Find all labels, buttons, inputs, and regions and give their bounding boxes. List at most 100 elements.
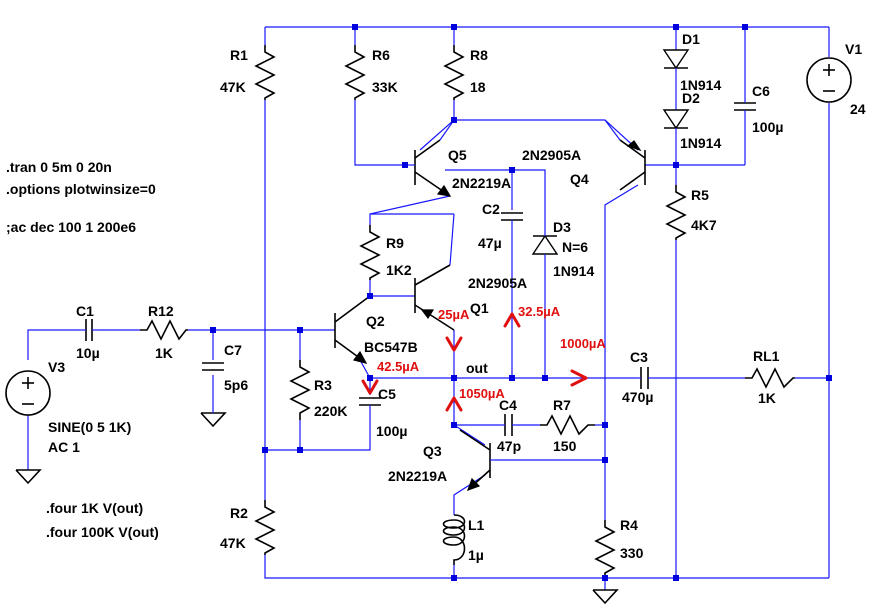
diode-d1	[662, 49, 690, 75]
label-d2-value: 1N914	[680, 135, 721, 151]
label-l1-name: L1	[468, 517, 485, 533]
current-label-q2-collector: 42.5µA	[377, 359, 420, 374]
resistor-r12	[140, 319, 188, 341]
ground-symbol	[592, 589, 619, 605]
ground-symbol	[15, 469, 42, 485]
label-q1-name: Q1	[470, 300, 489, 316]
label-c4-name: C4	[499, 397, 517, 413]
label-q5-value: 2N2219A	[452, 175, 511, 191]
label-c6-value: 100µ	[752, 119, 783, 135]
label-r8-name: R8	[470, 47, 488, 63]
resistor-r2	[254, 500, 276, 555]
resistor-r5	[665, 185, 687, 240]
label-r5-value: 4K7	[691, 217, 717, 233]
label-q3-value: 2N2219A	[388, 468, 447, 484]
current-label-output: 1000µA	[560, 336, 606, 351]
directive-four-1k: .four 1K V(out)	[46, 500, 143, 516]
transistor-q3	[459, 429, 495, 492]
current-arrow-up	[445, 396, 463, 412]
label-q4-value: 2N2905A	[522, 147, 581, 163]
label-d2-name: D2	[682, 90, 700, 106]
label-rl1-name: RL1	[753, 348, 780, 364]
label-d3-param: N=6	[562, 239, 588, 255]
label-c2-value: 47µ	[478, 235, 502, 251]
label-v3-value: SINE(0 5 1K)	[48, 419, 131, 435]
capacitor-c2	[501, 212, 523, 232]
resistor-r6	[344, 45, 366, 100]
resistor-r9	[359, 225, 381, 280]
label-r12-value: 1K	[155, 345, 173, 361]
label-q4-name: Q4	[570, 171, 589, 187]
current-arrow-down	[361, 379, 379, 395]
label-r5-name: R5	[691, 187, 709, 203]
label-c2-name: C2	[482, 201, 500, 217]
label-c1-value: 10µ	[76, 345, 100, 361]
label-r9-value: 1K2	[386, 262, 412, 278]
label-d1-name: D1	[682, 31, 700, 47]
source-v1	[806, 57, 852, 103]
label-c3-value: 470µ	[622, 389, 653, 405]
label-r1-value: 47K	[220, 79, 246, 95]
junctions	[210, 24, 832, 581]
transistor-q1	[414, 213, 455, 331]
diode-d2	[662, 109, 690, 135]
current-label-d3: 32.5µA	[518, 304, 561, 319]
transistor-q2	[334, 295, 371, 364]
label-d1-value: 1N914	[680, 77, 721, 93]
label-c5-name: C5	[378, 386, 396, 402]
label-v1-value: 24	[850, 101, 866, 117]
label-r4-value: 330	[620, 545, 644, 561]
label-v3-ac: AC 1	[48, 439, 80, 455]
transistor-q5	[405, 119, 455, 197]
resistor-r4	[594, 520, 616, 578]
label-r7-name: R7	[553, 397, 571, 413]
current-arrow-down	[445, 336, 463, 352]
current-arrow-up	[503, 312, 521, 328]
transistor-q4	[604, 119, 646, 191]
capacitor-c1	[80, 319, 98, 341]
label-r2-name: R2	[230, 505, 248, 521]
directive-options: .options plotwinsize=0	[6, 181, 156, 197]
label-c6-name: C6	[752, 83, 770, 99]
current-label-q3-collector: 1050µA	[459, 386, 505, 401]
label-l1-value: 1µ	[468, 547, 484, 563]
label-c4-value: 47p	[497, 438, 521, 454]
label-v1-name: V1	[845, 41, 862, 57]
resistor-r1	[254, 45, 276, 100]
capacitor-c7	[202, 362, 224, 371]
label-c1-name: C1	[76, 303, 94, 319]
label-q1-value: 2N2905A	[468, 275, 527, 291]
net-label-out: out	[466, 360, 488, 376]
label-r7-value: 150	[553, 438, 577, 454]
resistor-r3	[289, 360, 311, 420]
label-r12-name: R12	[148, 303, 174, 319]
diode-d3	[531, 230, 559, 262]
label-r8-value: 18	[470, 79, 486, 95]
label-r2-value: 47K	[220, 535, 246, 551]
label-q2-name: Q2	[366, 313, 385, 329]
label-v3-name: V3	[48, 359, 65, 375]
label-r6-name: R6	[372, 47, 390, 63]
resistor-r7	[540, 414, 595, 436]
label-q5-name: Q5	[448, 147, 467, 163]
resistor-r8	[443, 45, 465, 100]
label-c7-name: C7	[224, 342, 242, 358]
label-c3-name: C3	[630, 349, 648, 365]
current-arrow-right	[570, 369, 588, 387]
label-d3-value: 1N914	[553, 263, 594, 279]
current-label-q1-emitter: 25µA	[438, 307, 470, 322]
label-q3-name: Q3	[423, 443, 442, 459]
label-r4-name: R4	[620, 517, 638, 533]
capacitor-c3	[636, 367, 653, 389]
capacitor-c4	[500, 414, 517, 436]
inductor-l1	[442, 514, 466, 565]
resistor-rl1	[745, 367, 795, 389]
label-r9-name: R9	[386, 235, 404, 251]
label-c5-value: 100µ	[376, 423, 407, 439]
directive-tran: .tran 0 5m 0 20n	[6, 159, 112, 175]
label-r6-value: 33K	[372, 79, 398, 95]
directive-ac: ;ac dec 100 1 200e6	[6, 219, 136, 235]
label-r3-name: R3	[314, 377, 332, 393]
label-r1-name: R1	[230, 47, 248, 63]
